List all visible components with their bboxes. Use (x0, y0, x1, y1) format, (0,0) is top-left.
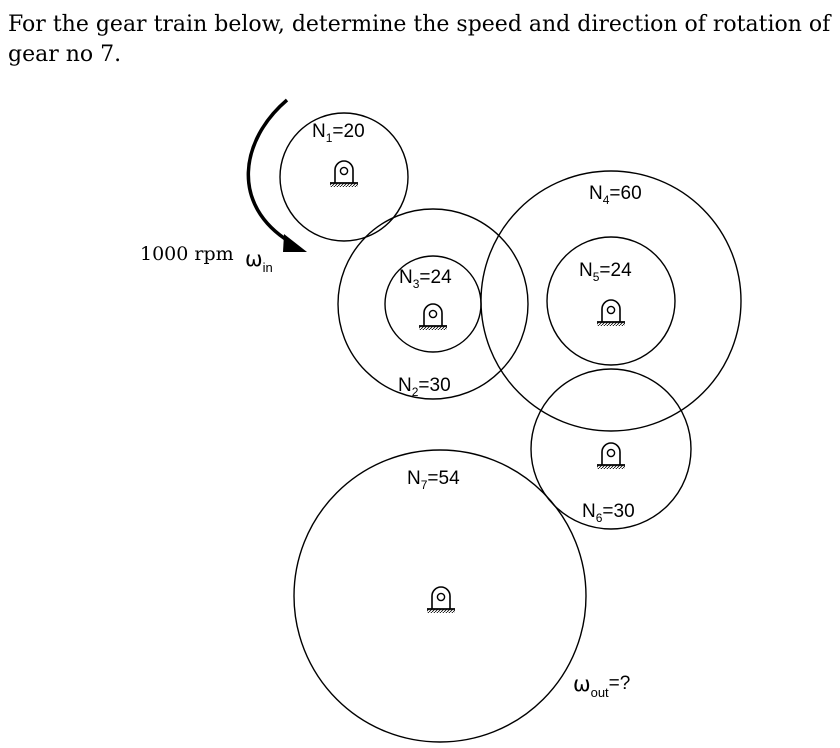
gear-1-circle (279, 112, 409, 242)
gear-3-label: N3=24 (399, 267, 452, 291)
gear-7-label: N7=54 (407, 468, 460, 492)
gear-5-circle (546, 236, 676, 366)
question-text: For the gear train below, determine the … (8, 12, 831, 67)
gear-7-circle (293, 449, 587, 743)
pivot-support-icon (426, 586, 456, 614)
gear-4-label: N4=60 (589, 183, 642, 207)
input-speed: 1000 rpm (140, 243, 234, 265)
input-omega-label: ωin (245, 247, 273, 275)
arrowhead-icon (283, 234, 307, 252)
gear-6-circle (530, 368, 692, 530)
input-rotation-arrow (246, 98, 291, 244)
gear-5-label: N5=24 (579, 260, 632, 284)
gear-6-label: N6=30 (582, 501, 635, 525)
gear-4-circle (480, 170, 742, 432)
pivot-support-icon (418, 303, 448, 331)
pivot-support-icon (596, 442, 626, 470)
gear-2-circle (337, 208, 529, 400)
pivot-support-icon (329, 160, 359, 188)
gear-2-label: N2=30 (398, 375, 451, 399)
pivot-support-icon (596, 299, 626, 327)
output-omega-label: ωout=? (573, 672, 630, 700)
gear-1-label: N1=20 (312, 121, 365, 145)
